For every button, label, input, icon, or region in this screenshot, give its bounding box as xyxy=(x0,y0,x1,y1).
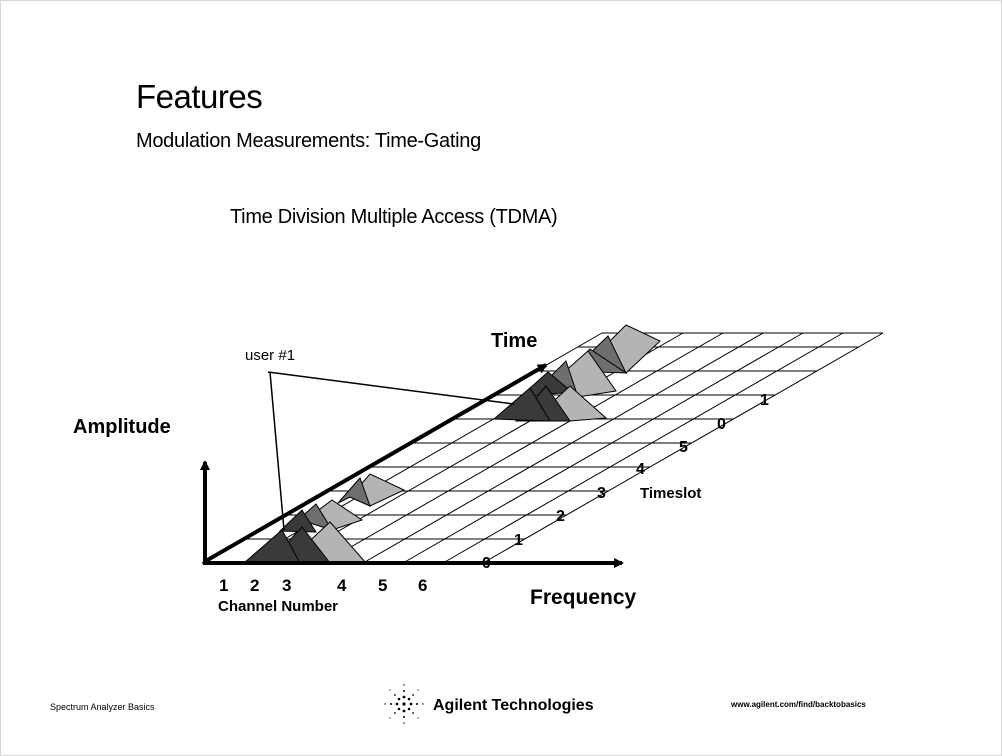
channel-axis-label: Channel Number xyxy=(218,598,338,615)
timeslot-tick: 3 xyxy=(597,485,606,502)
timeslot-axis-label: Timeslot xyxy=(640,485,701,502)
timeslot-tick: 4 xyxy=(636,461,645,478)
timeslot-tick: 1 xyxy=(514,532,523,549)
user-callout-lines xyxy=(267,371,515,531)
timeslot-tick: 0 xyxy=(482,555,491,572)
timeslot-ticks: 0 1 2 3 4 5 0 1 xyxy=(482,392,769,572)
user-callout-label: user #1 xyxy=(245,347,295,364)
channel-tick: 6 xyxy=(418,576,427,595)
footer-url: www.agilent.com/find/backtobasics xyxy=(731,700,866,709)
time-axis-label: Time xyxy=(491,330,537,352)
footer-course-title: Spectrum Analyzer Basics xyxy=(50,702,155,712)
timeslot-tick: 5 xyxy=(679,439,688,456)
channel-tick: 2 xyxy=(250,576,259,595)
time-axis xyxy=(203,363,548,564)
bursts-frame-2 xyxy=(492,324,661,422)
axes xyxy=(200,363,624,568)
channel-tick: 4 xyxy=(337,576,347,595)
bursts-frame-1 xyxy=(242,473,406,564)
slide-subtitle: Modulation Measurements: Time-Gating xyxy=(136,130,481,152)
agilent-spark-logo-icon xyxy=(384,684,424,724)
channel-tick: 5 xyxy=(378,576,387,595)
frequency-axis-label: Frequency xyxy=(530,586,637,609)
channel-tick: 1 xyxy=(219,576,228,595)
channel-tick: 3 xyxy=(282,576,291,595)
diagram-title: Time Division Multiple Access (TDMA) xyxy=(230,206,558,228)
timeslot-tick: 0 xyxy=(717,416,726,433)
timeslot-tick: 1 xyxy=(760,392,769,409)
timeslot-tick: 2 xyxy=(556,508,565,525)
channel-ticks: 1 2 3 4 5 6 xyxy=(219,576,427,595)
slide-title: Features xyxy=(136,78,263,115)
amplitude-axis-label: Amplitude xyxy=(73,416,171,438)
company-name: Agilent Technologies xyxy=(433,697,594,714)
